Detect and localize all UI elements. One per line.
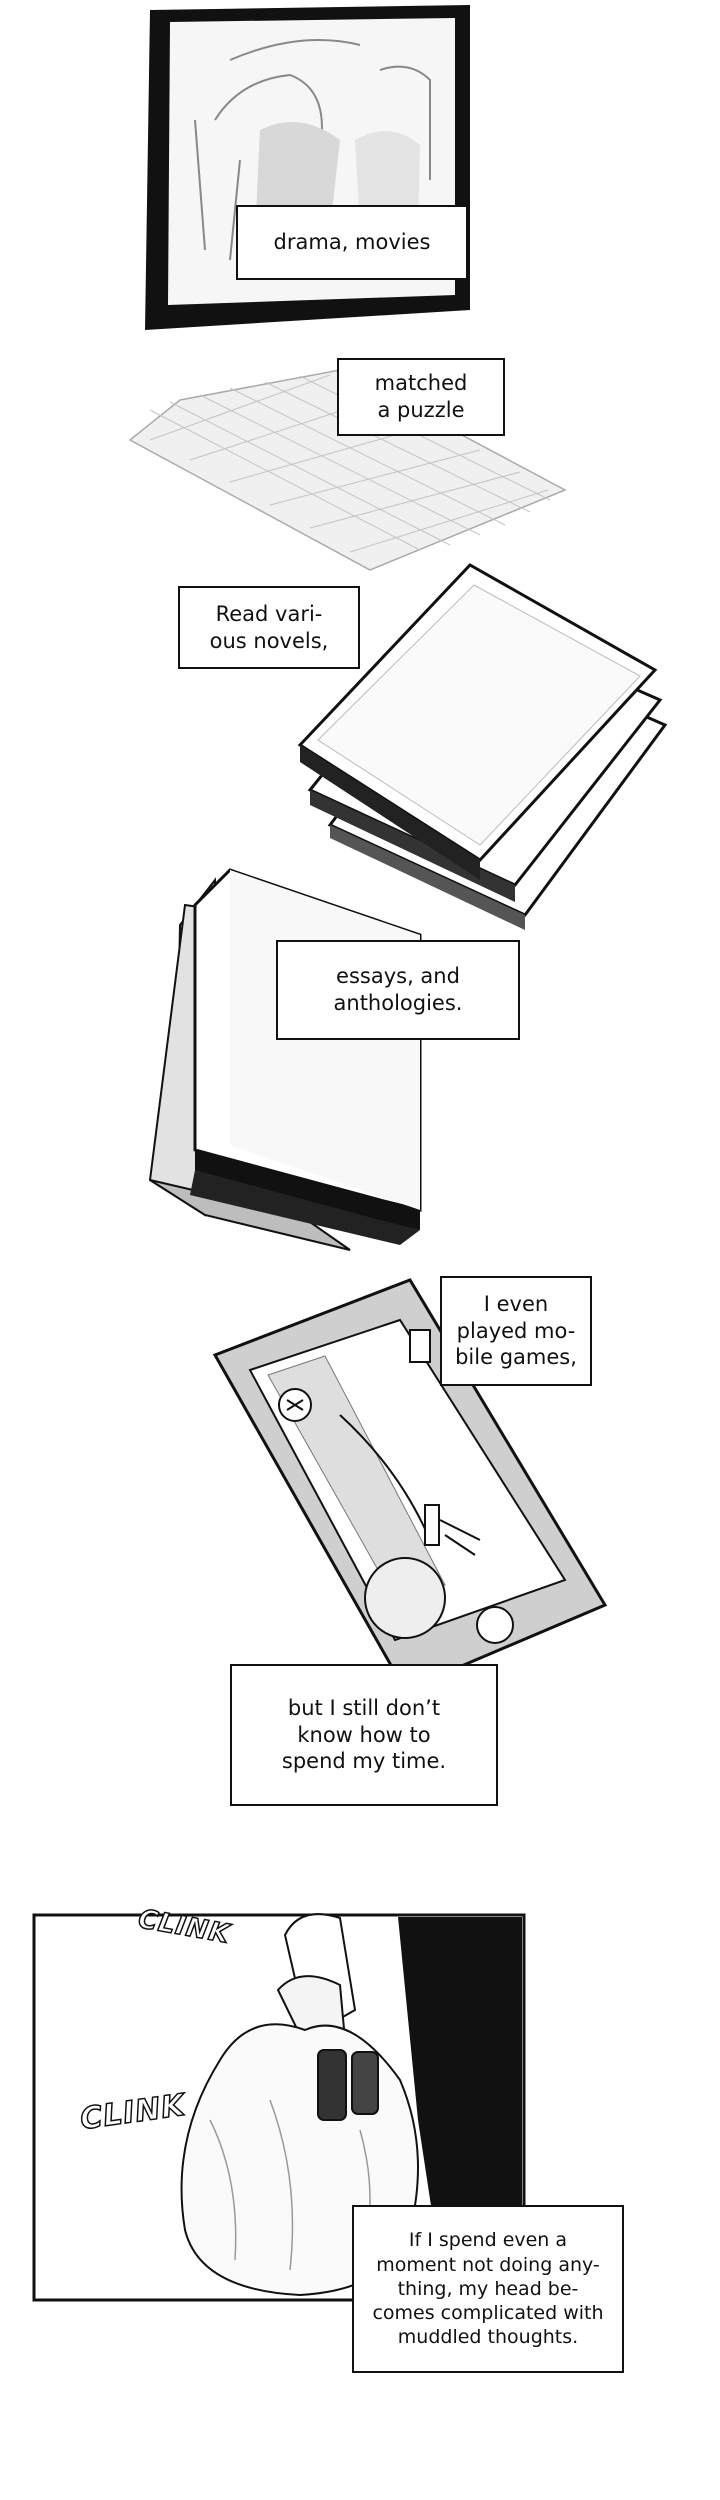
caption-spend-time: but I still don’t know how to spend my t… [230,1664,498,1806]
caption-essays-anthologies: essays, and anthologies. [276,940,520,1040]
tv-screen-illustration [145,5,470,330]
caption-matched-puzzle: matched a puzzle [337,358,505,436]
anthology-books-illustration [148,868,422,1251]
caption-drama-movies: drama, movies [236,205,468,280]
puzzle-illustration [128,369,567,571]
caption-read-novels: Read vari- ous novels, [178,586,360,669]
smartphone-illustration [212,1278,608,1692]
caption-mobile-games: I even played mo- bile games, [440,1276,592,1386]
caption-muddled-thoughts: If I spend even a moment not doing any- … [352,2205,624,2373]
novels-stack-illustration [297,563,668,930]
